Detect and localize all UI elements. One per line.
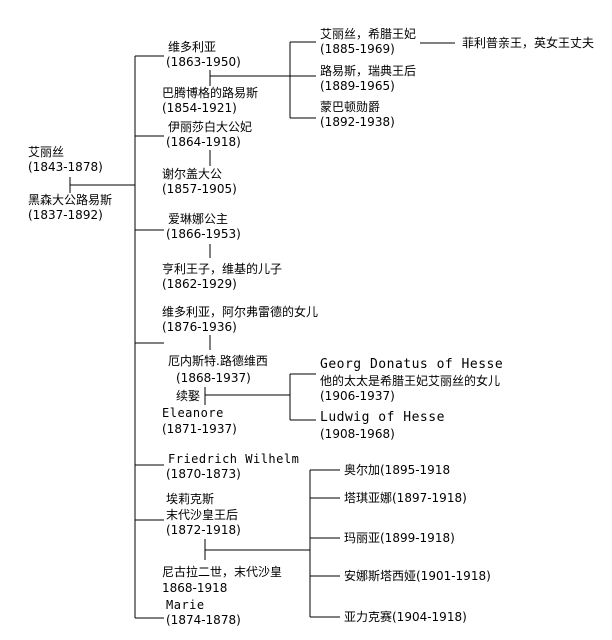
remarriage-label: 续娶 xyxy=(176,389,201,403)
spouse-nicholas-years: 1868-1918 xyxy=(162,581,228,595)
child-marie-name: Marie xyxy=(166,598,205,612)
spouse-nicholas-name: 尼古拉二世，末代沙皇 xyxy=(162,565,283,579)
spouse-henry-years: (1862-1929) xyxy=(162,277,237,291)
grandchild-alexei: 亚力克赛(1904-1918) xyxy=(344,610,467,624)
child-alix-name: 埃莉克斯 xyxy=(166,492,215,506)
child-alix-years: (1872-1918) xyxy=(166,523,241,537)
child-victoria-name: 维多利亚 xyxy=(168,40,217,54)
grandchild-maria: 玛丽亚(1899-1918) xyxy=(344,531,455,545)
child-elizabeth-years: (1864-1918) xyxy=(166,135,241,149)
root-spouse-years: (1837-1892) xyxy=(28,208,103,222)
grandchild-ludwig-name: Ludwig of Hesse xyxy=(320,410,445,425)
child-ernst-name: 厄内斯特.路德维西 xyxy=(168,354,268,368)
root-person-years: (1843-1878) xyxy=(28,160,103,174)
child-friedrich-name: Friedrich Wilhelm xyxy=(168,452,300,466)
grandchild-mountbatten-name: 蒙巴顿勋爵 xyxy=(320,100,381,114)
child-ernst-years: (1868-1937) xyxy=(176,371,251,385)
grandchild-georg-years: (1906-1937) xyxy=(320,389,395,403)
grandchild-anastasia: 安娜斯塔西娅(1901-1918) xyxy=(344,569,491,583)
child-friedrich-years: (1870-1873) xyxy=(166,467,241,481)
spouse-sergei-years: (1857-1905) xyxy=(162,182,237,196)
grandchild-tatiana: 塔琪亚娜(1897-1918) xyxy=(344,491,467,505)
spouse-victoria-melita-years: (1876-1936) xyxy=(162,320,237,334)
child-irene-name: 爱琳娜公主 xyxy=(168,212,229,226)
grandchild-georg-name: Georg Donatus of Hesse xyxy=(320,357,504,372)
grandchild-mountbatten-years: (1892-1938) xyxy=(320,115,395,129)
child-victoria-years: (1863-1950) xyxy=(166,55,241,69)
spouse-battenberg-years: (1854-1921) xyxy=(162,101,237,115)
child-alix-title: 末代沙皇王后 xyxy=(166,508,239,522)
child-marie-years: (1874-1878) xyxy=(166,613,241,627)
grandchild-olga: 奥尔加(1895-1918 xyxy=(344,463,451,477)
spouse-victoria-melita-name: 维多利亚，阿尔弗雷德的女儿 xyxy=(162,305,319,319)
grandchild-alice-greece-years: (1885-1969) xyxy=(320,42,395,56)
grandchild-alice-greece-name: 艾丽丝，希腊王妃 xyxy=(320,27,417,41)
spouse-battenberg-name: 巴腾博格的路易斯 xyxy=(162,86,259,100)
spouse-sergei-name: 谢尔盖大公 xyxy=(162,167,223,181)
child-irene-years: (1866-1953) xyxy=(166,227,241,241)
child-elizabeth-name: 伊丽莎白大公妃 xyxy=(168,120,253,134)
grandchild-ludwig-years: (1908-1968) xyxy=(320,427,395,441)
spouse-eleanore-name: Eleanore xyxy=(162,406,224,420)
grandchild-louise-years: (1889-1965) xyxy=(320,79,395,93)
spouse-eleanore-years: (1871-1937) xyxy=(162,422,237,436)
grandchild-louise-name: 路易斯，瑞典王后 xyxy=(320,64,417,78)
root-person-name: 艾丽丝 xyxy=(28,145,65,159)
great-grandchild-philip-name: 菲利普亲王，英女王丈夫 xyxy=(462,36,595,50)
spouse-henry-name: 亨利王子，维基的儿子 xyxy=(162,262,283,276)
grandchild-georg-wife-note: 他的太太是希腊王妃艾丽丝的女儿 xyxy=(320,374,501,388)
root-spouse-name: 黑森大公路易斯 xyxy=(28,193,113,207)
